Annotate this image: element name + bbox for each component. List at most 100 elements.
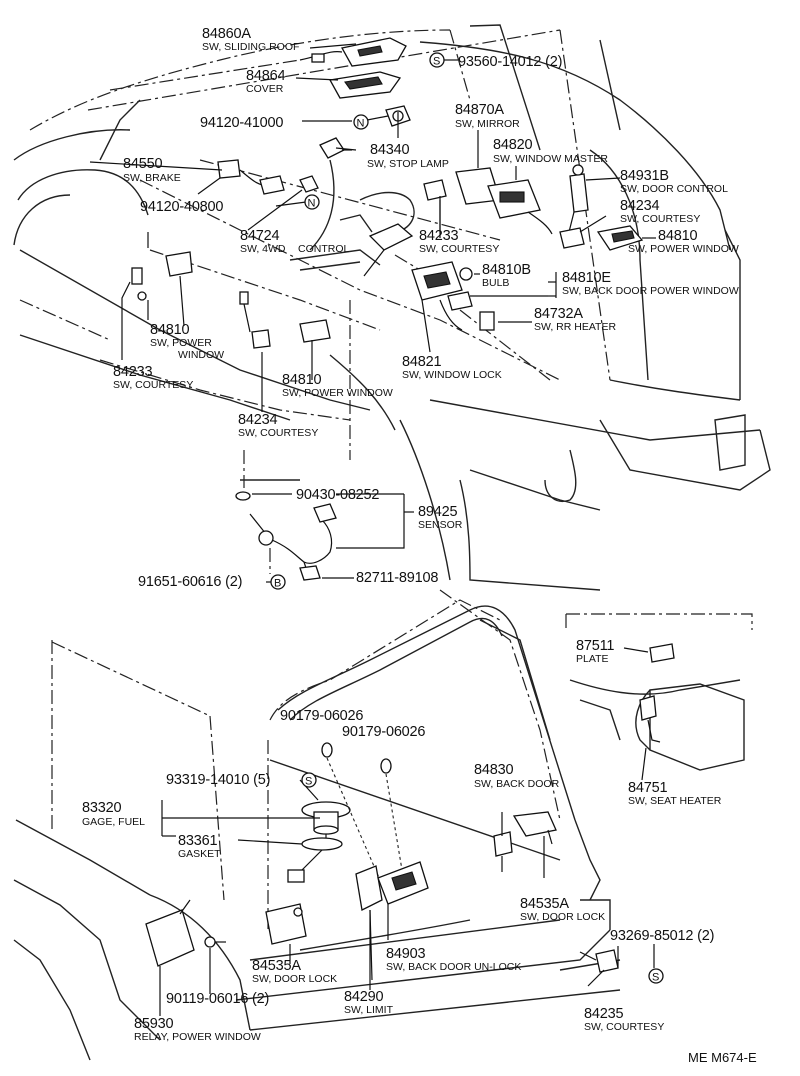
part-description: SW, DOOR CONTROL <box>620 183 728 195</box>
part-description: SW, BACK DOOR UN-LOCK <box>386 961 521 973</box>
part-description: SW, COURTESY <box>113 379 193 391</box>
symbol-b-circle <box>270 574 286 590</box>
symbol-s-circle <box>429 52 445 68</box>
part-number: 84820 <box>493 137 532 153</box>
part-number: 85930 <box>134 1016 173 1032</box>
symbol-s-label: S <box>652 972 659 984</box>
leader-lines <box>89 43 656 1016</box>
part-number: 84931B <box>620 168 669 184</box>
part-description: SW, 4WD <box>240 243 286 255</box>
symbol-b-label: B <box>274 578 281 590</box>
part-number: 82711-89108 <box>356 570 438 586</box>
part-description: SW, BACK DOOR <box>474 778 560 790</box>
symbol-n-label: N <box>308 198 316 210</box>
part-relay-power-window <box>145 899 195 967</box>
part-number: 94120-41000 <box>200 115 283 131</box>
part-description: GASKET <box>178 848 221 860</box>
part-bulb <box>459 267 473 281</box>
part-number: 84732A <box>534 306 583 322</box>
part-power-window-switch-rear <box>299 319 331 343</box>
part-description: SW, POWER WINDOW <box>628 243 739 255</box>
part-number: 90430-08252 <box>296 487 379 503</box>
part-description: SW, DOOR LOCK <box>520 911 605 923</box>
part-4wd-switch <box>299 175 319 193</box>
part-sensor <box>235 450 337 581</box>
part-back-door-unlock-switch <box>377 861 429 905</box>
part-door-lock-switch-right <box>512 811 557 845</box>
part-description: WINDOW <box>178 349 224 361</box>
part-rr-heater-switch <box>479 311 495 331</box>
part-gasket <box>301 837 343 851</box>
part-description: SW, MIRROR <box>455 118 520 130</box>
part-description: BULB <box>482 277 509 289</box>
part-number: 89425 <box>418 504 457 520</box>
part-sliding-roof-switch <box>299 37 407 67</box>
part-number: 84724 <box>240 228 279 244</box>
part-description: SW, COURTESY <box>238 427 318 439</box>
part-limit-switch <box>355 865 383 981</box>
part-number: 84233 <box>113 364 152 380</box>
part-description: SENSOR <box>418 519 463 531</box>
part-number: 93560-14012 (2) <box>458 54 562 70</box>
part-number: 84821 <box>402 354 441 370</box>
part-number: 84550 <box>123 156 162 172</box>
part-courtesy-switch-front <box>559 227 585 249</box>
part-number: 84864 <box>246 68 285 84</box>
part-description: SW, COURTESY <box>620 213 700 225</box>
part-number: 84235 <box>584 1006 623 1022</box>
part-number: 84751 <box>628 780 667 796</box>
part-number: 84810E <box>562 270 611 286</box>
part-description: GAGE, FUEL <box>82 816 145 828</box>
part-description: SW, DOOR LOCK <box>252 973 337 985</box>
part-power-window-switch-left <box>147 232 193 277</box>
part-number: 87511 <box>576 638 614 654</box>
part-number: 93269-85012 (2) <box>610 928 714 944</box>
part-power-window-switch-right <box>596 225 644 251</box>
part-back-door-switch <box>493 831 513 872</box>
part-description: SW, STOP LAMP <box>367 158 449 170</box>
part-description: COVER <box>246 83 284 95</box>
part-description: SW, RR HEATER <box>534 321 616 333</box>
part-control-lever <box>363 223 414 277</box>
part-number: 84810 <box>658 228 697 244</box>
symbol-n-circle <box>304 194 320 210</box>
part-window-master <box>455 167 553 235</box>
part-number: 94120-40800 <box>140 199 223 215</box>
part-number: 84233 <box>419 228 458 244</box>
part-description: SW, COURTESY <box>584 1021 664 1033</box>
symbol-s-circle <box>301 772 317 788</box>
part-number: 90179-06026 <box>280 708 363 724</box>
diagram-code: ME M674-E <box>688 1050 757 1065</box>
part-description: SW, BACK DOOR POWER WINDOW <box>562 285 739 297</box>
part-description: SW, SLIDING ROOF <box>202 41 299 53</box>
part-description: SW, WINDOW LOCK <box>402 369 502 381</box>
seat-heater-inset <box>565 613 753 771</box>
part-number: 84340 <box>370 142 409 158</box>
part-number: 93319-14010 (5) <box>166 772 270 788</box>
part-description: SW, POWER <box>150 337 212 349</box>
part-window-lock-switch <box>411 261 463 331</box>
part-description: CONTROL <box>298 243 349 255</box>
symbol-n-circle <box>353 114 369 130</box>
part-back-door-power-window-switch <box>447 291 473 311</box>
part-description: SW, LIMIT <box>344 1004 394 1016</box>
part-courtesy-switch-left <box>131 267 147 301</box>
part-number: 84830 <box>474 762 513 778</box>
upper-body-outline <box>13 24 771 591</box>
part-number: 83320 <box>82 800 121 816</box>
part-number: 83361 <box>178 833 217 849</box>
symbol-s-label: S <box>433 56 440 68</box>
part-brake-switch <box>217 159 285 195</box>
part-number: 84810 <box>150 322 189 338</box>
part-description: SW, COURTESY <box>419 243 499 255</box>
part-door-lock-switch-left <box>265 903 307 945</box>
part-number: 84234 <box>238 412 277 428</box>
part-description: SW, SEAT HEATER <box>628 795 722 807</box>
part-number: 91651-60616 (2) <box>138 574 242 590</box>
symbol-n-label: N <box>357 118 365 130</box>
symbol-s-circle <box>648 968 664 984</box>
part-description: SW, BRAKE <box>123 172 181 184</box>
part-clips-90179 <box>321 742 403 881</box>
part-number: 90179-06026 <box>342 724 425 740</box>
part-number: 90119-06016 (2) <box>166 991 269 1007</box>
